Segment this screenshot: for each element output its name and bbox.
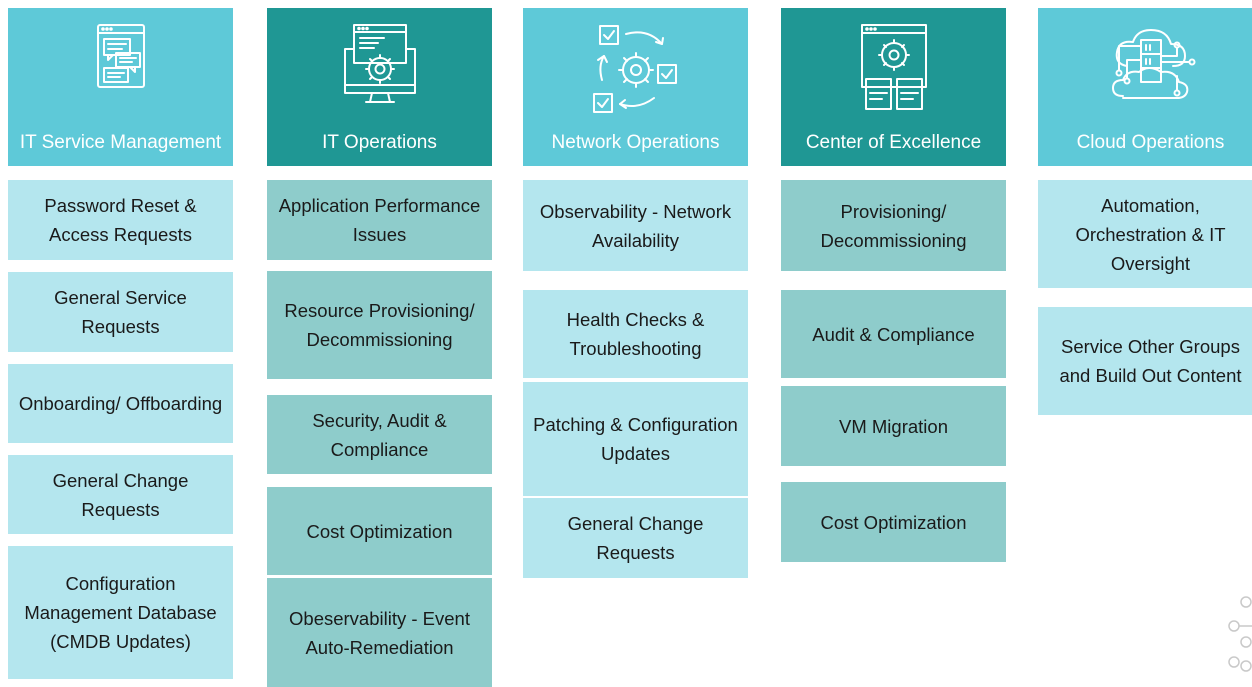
monitor-gear-icon bbox=[340, 23, 420, 110]
header-it-operations: IT Operations bbox=[267, 8, 492, 166]
column-title: Cloud Operations bbox=[1076, 132, 1225, 153]
header-network-operations: Network Operations bbox=[523, 8, 748, 166]
card-audit-compliance: Audit & Compliance bbox=[781, 290, 1006, 378]
card-cmdb-updates: Configuration Management Database (CMDB … bbox=[8, 546, 233, 679]
chat-window-icon bbox=[91, 23, 151, 94]
gear-cycle-checklist-icon bbox=[586, 20, 686, 125]
card-vm-migration: VM Migration bbox=[781, 386, 1006, 466]
card-provisioning-decommissioning: Provisioning/ Decommissioning bbox=[781, 180, 1006, 271]
column-center-of-excellence: Center of Excellence Provisioning/ Decom… bbox=[781, 8, 1006, 562]
card-cost-optimization: Cost Optimization bbox=[781, 482, 1006, 562]
header-cloud-operations: Cloud Operations bbox=[1038, 8, 1252, 166]
column-network-operations: Network Operations Observability - Netwo… bbox=[523, 8, 748, 578]
column-it-operations: IT Operations Application Performance Is… bbox=[267, 8, 492, 687]
card-resource-provisioning: Resource Provisioning/ Decommissioning bbox=[267, 271, 492, 379]
card-cost-optimization: Cost Optimization bbox=[267, 487, 492, 575]
column-title: Network Operations bbox=[551, 132, 720, 153]
card-automation-orchestration: Automation, Orchestration & IT Oversight bbox=[1038, 180, 1252, 288]
header-center-of-excellence: Center of Excellence bbox=[781, 8, 1006, 166]
card-network-availability: Observability - Network Availability bbox=[523, 180, 748, 271]
card-event-auto-remediation: Obeservability - Event Auto-Remediation bbox=[267, 578, 492, 687]
card-application-performance: Application Performance Issues bbox=[267, 180, 492, 260]
card-service-other-groups: Service Other Groups and Build Out Conte… bbox=[1038, 307, 1252, 415]
card-password-reset: Password Reset & Access Requests bbox=[8, 180, 233, 260]
column-title: Center of Excellence bbox=[805, 132, 982, 153]
cloud-server-icon bbox=[1105, 26, 1197, 113]
card-general-change-requests: General Change Requests bbox=[523, 498, 748, 578]
card-general-change-requests: General Change Requests bbox=[8, 455, 233, 534]
header-it-service-management: IT Service Management bbox=[8, 8, 233, 166]
decorative-circles-icon bbox=[1220, 594, 1252, 679]
column-cloud-operations: Cloud Operations Automation, Orchestrati… bbox=[1038, 8, 1252, 415]
column-title: IT Service Management bbox=[19, 132, 222, 153]
card-general-service-requests: General Service Requests bbox=[8, 272, 233, 352]
card-patching-configuration: Patching & Configuration Updates bbox=[523, 382, 748, 496]
column-title: IT Operations bbox=[322, 132, 437, 153]
browser-gear-documents-icon bbox=[854, 23, 934, 118]
card-health-checks: Health Checks & Troubleshooting bbox=[523, 290, 748, 378]
column-it-service-management: IT Service Management Password Reset & A… bbox=[8, 8, 233, 679]
card-onboarding-offboarding: Onboarding/ Offboarding bbox=[8, 364, 233, 443]
card-security-audit-compliance: Security, Audit & Compliance bbox=[267, 395, 492, 474]
